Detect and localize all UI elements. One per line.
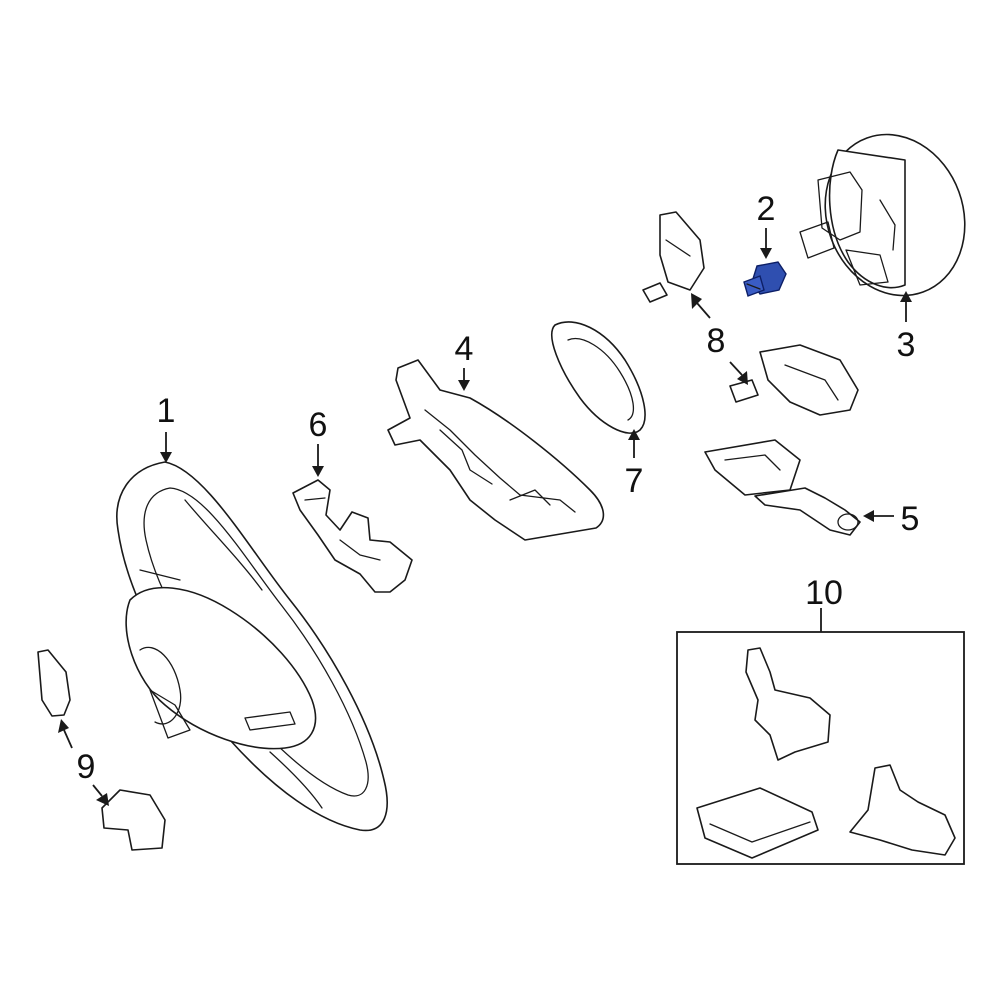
part-9-clip-upper[interactable] <box>37 649 71 717</box>
callout-5: 5 <box>901 500 920 538</box>
part-6-switch-bracket[interactable] <box>292 479 413 593</box>
callout-3: 3 <box>897 326 916 364</box>
part-10-component-top[interactable] <box>745 647 831 761</box>
callout-2: 2 <box>757 190 776 228</box>
part-2-bolt[interactable] <box>743 261 787 297</box>
callout-7: 7 <box>625 462 644 500</box>
part-8-switch-upper[interactable] <box>642 211 705 303</box>
callout-1: 1 <box>157 392 176 430</box>
part-3-airbag-module[interactable] <box>799 115 987 316</box>
part-7-switch-plate[interactable] <box>551 321 646 434</box>
part-5-switch-trim[interactable] <box>704 439 861 536</box>
leaders <box>58 228 912 806</box>
part-9-clip-lower[interactable] <box>101 789 166 851</box>
callout-9: 9 <box>77 748 96 786</box>
part-8-switch-lower[interactable] <box>729 344 859 416</box>
part-1-steering-wheel[interactable] <box>116 461 388 832</box>
callout-10: 10 <box>805 574 843 612</box>
part-4-trim-cover[interactable] <box>387 359 605 541</box>
part-10-component-box[interactable] <box>696 787 819 859</box>
callout-6: 6 <box>309 406 328 444</box>
part-10-component-cover[interactable] <box>849 764 956 856</box>
callout-8: 8 <box>707 322 726 360</box>
callout-4: 4 <box>455 330 474 368</box>
